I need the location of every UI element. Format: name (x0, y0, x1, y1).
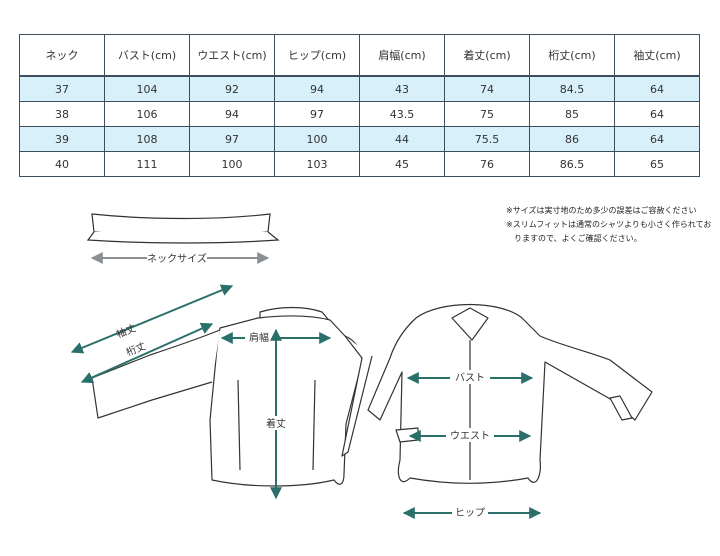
header-yuki: 桁丈(cm) (529, 34, 615, 77)
sleeve-length-label: 袖丈 (114, 321, 137, 341)
table-cell: 84.5 (529, 75, 615, 102)
table-cell: 43.5 (359, 101, 445, 127)
bust-label: バスト (455, 372, 485, 384)
table-row: 38 106 94 97 43.5 75 85 64 (19, 101, 700, 127)
yuki-length-label: 桁丈 (124, 339, 147, 359)
table-cell: 94 (274, 75, 360, 102)
table-row: 37 104 92 94 43 74 84.5 64 (19, 75, 700, 102)
table-cell: 44 (359, 126, 445, 152)
note-line: りますので、よくご確認ください。 (514, 234, 642, 243)
table-cell: 64 (614, 75, 700, 102)
neck-size-label: ネックサイズ (147, 252, 207, 265)
hip-label-bg (452, 505, 488, 519)
table-cell: 74 (444, 75, 530, 102)
table-cell: 75 (444, 101, 530, 127)
shoulder-width-label-bg (245, 330, 273, 344)
shirt-front-illustration (367, 304, 653, 484)
size-table: ネック バスト(cm) ウエスト(cm) ヒップ(cm) 肩幅(cm) 着丈(c… (19, 34, 700, 177)
table-cell: 86.5 (529, 151, 615, 177)
neck-size-label-bg (147, 251, 207, 265)
table-cell: 100 (274, 126, 360, 152)
table-cell: 108 (104, 126, 190, 152)
table-cell: 64 (614, 101, 700, 127)
table-cell: 104 (104, 75, 190, 102)
yuki-length-arrow (80, 322, 214, 384)
note-line: ※サイズは実寸地のため多少の誤差はご容赦ください (506, 206, 697, 215)
table-cell: 76 (444, 151, 530, 177)
table-cell: 39 (19, 126, 105, 152)
table-row: 40 111 100 103 45 76 86.5 65 (19, 151, 700, 177)
table-cell: 37 (19, 75, 105, 102)
body-length-label-bg (262, 416, 290, 430)
table-cell: 85 (529, 101, 615, 127)
table-cell: 45 (359, 151, 445, 177)
bust-label-bg (450, 370, 490, 384)
size-notes: ※サイズは実寸地のため多少の誤差はご容赦ください ※スリムフィットは通常のシャツ… (506, 204, 712, 246)
note-line: ※スリムフィットは通常のシャツよりも小さく作られてお (506, 220, 712, 229)
collar-illustration (86, 213, 280, 244)
table-cell: 40 (19, 151, 105, 177)
table-cell: 111 (104, 151, 190, 177)
body-length-label: 着丈 (266, 417, 286, 430)
table-cell: 38 (19, 101, 105, 127)
waist-label-bg (446, 428, 494, 442)
table-cell: 103 (274, 151, 360, 177)
size-table-header-row: ネック バスト(cm) ウエスト(cm) ヒップ(cm) 肩幅(cm) 着丈(c… (19, 34, 700, 77)
table-cell: 100 (189, 151, 275, 177)
waist-label: ウエスト (450, 430, 490, 442)
header-bust: バスト(cm) (104, 34, 190, 77)
header-neck: ネック (19, 34, 105, 77)
table-row: 39 108 97 100 44 75.5 86 64 (19, 126, 700, 152)
table-cell: 64 (614, 126, 700, 152)
shoulder-width-label: 肩幅 (249, 331, 269, 344)
header-hip: ヒップ(cm) (274, 34, 360, 77)
hip-label: ヒップ (455, 507, 485, 519)
table-cell: 92 (189, 75, 275, 102)
header-sleeve: 袖丈(cm) (614, 34, 700, 77)
table-cell: 65 (614, 151, 700, 177)
